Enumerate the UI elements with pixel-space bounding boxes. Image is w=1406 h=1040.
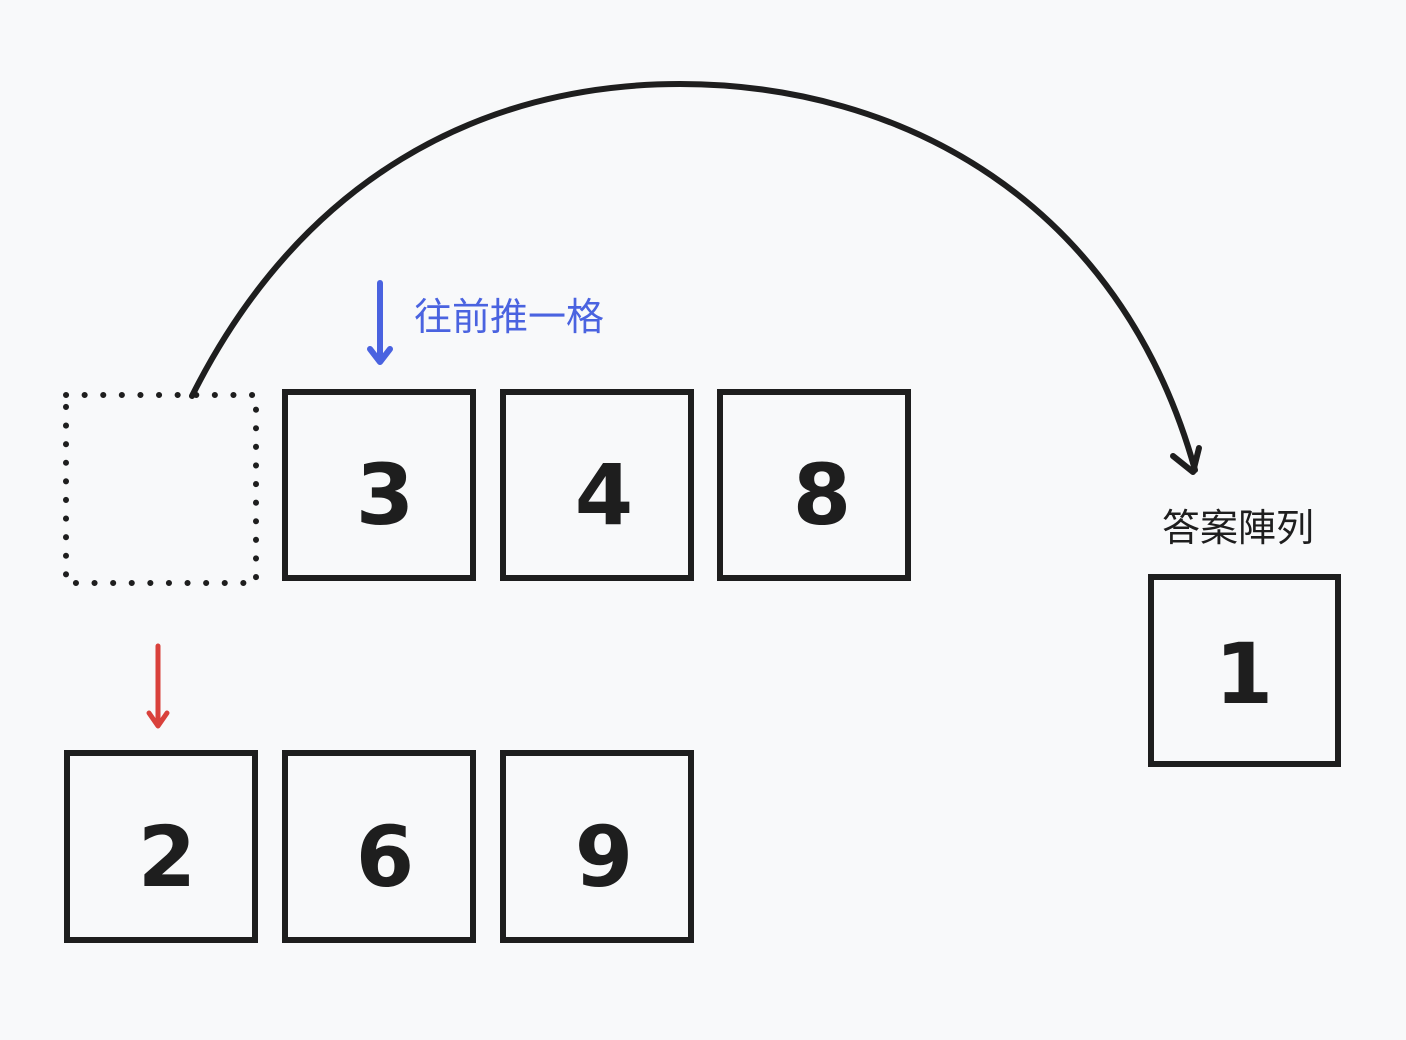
top-row-cell-value: 8 [793,446,851,544]
answer-array: 答案陣列 1 [1148,506,1341,767]
top-row-cell-value: 3 [356,446,414,544]
bottom-row-cell: 9 [500,750,694,943]
bottom-row: 2 6 9 [64,750,694,943]
top-row-cell: 4 [500,389,694,581]
bottom-row-cell-value: 9 [575,808,633,906]
bottom-row-cell-value: 6 [356,808,414,906]
bottom-row-cell-value: 2 [138,808,196,906]
empty-slot-dotted-box [63,392,259,586]
answer-cell-value: 1 [1215,625,1273,723]
move-to-answer-arrow [189,80,1202,475]
red-pointer-arrow [146,643,170,729]
answer-cell: 1 [1148,574,1341,767]
top-row-cell-value: 4 [575,446,633,544]
top-row-cell: 8 [717,389,911,581]
bottom-row-cell: 2 [64,750,258,943]
pointer-label: 往前推一格 [414,295,604,339]
top-row-cell: 3 [282,389,476,581]
top-row: 3 4 8 [282,389,911,581]
blue-pointer-arrow [367,280,393,365]
bottom-row-cell: 6 [282,750,476,943]
answer-array-label: 答案陣列 [1162,506,1314,550]
